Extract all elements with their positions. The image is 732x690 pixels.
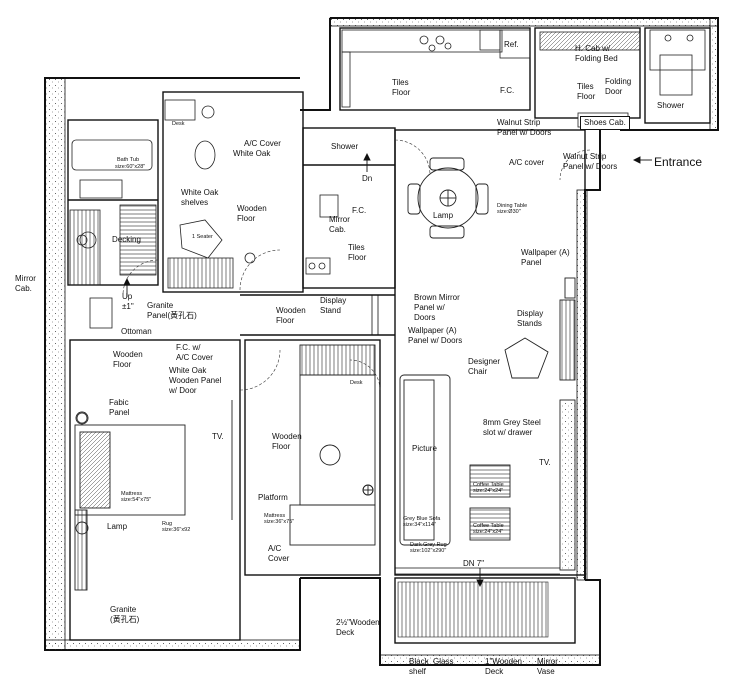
label-white-oak: White Oak: [233, 149, 271, 158]
label-mirror-cab-left: Mirror Cab.: [15, 274, 36, 293]
label-black-glass-shelf: Black Glass shelf: [409, 657, 454, 676]
label-desk-bed2: Desk: [350, 380, 363, 386]
label-wallpaper-a-doors: Wallpaper (A) Panel w/ Doors: [408, 326, 463, 345]
label-fabric-panel: Fabic Panel: [109, 398, 130, 417]
label-wooden-floor-bed2: Wooden Floor: [272, 432, 302, 451]
label-walnut-strip-top: Walnut Strip Panel w/ Doors: [497, 118, 552, 137]
label-lamp-dining: Lamp: [433, 211, 454, 220]
label-shower-mid: Shower: [331, 142, 359, 151]
label-tiles-floor-top: Tiles Floor: [392, 78, 411, 97]
label-grey-steel-slot: 8mm Grey Steel slot w/ drawer: [483, 418, 541, 437]
label-entrance: Entrance: [654, 155, 703, 169]
label-coffee-table-2: Coffee Table size:24"x24": [473, 523, 504, 535]
label-lamp-bed1: Lamp: [107, 522, 128, 531]
balcony-deck: [397, 581, 549, 638]
stair-steps: [371, 295, 560, 575]
label-grey-blue-sofa: Grey Blue Sofa size:34"x114": [403, 516, 441, 528]
label-ac-cover-right: A/C cover: [509, 158, 545, 167]
label-dn-top: Dn: [362, 174, 373, 183]
label-dn-7: DN 7": [463, 559, 485, 568]
label-decking: Decking: [112, 235, 141, 244]
label-bath-tub-size: size:60"x28": [115, 164, 146, 170]
label-one-seater: 1 Seater: [192, 234, 213, 240]
label-shoes-cab: Shoes Cab.: [580, 116, 630, 130]
label-fc-mid: F.C.: [352, 206, 367, 215]
label-h-cab-folding-bed: H. Cab w/ Folding Bed: [575, 44, 618, 63]
label-wooden-deck-2half: 2½"Wooden Deck: [336, 618, 380, 637]
label-shower-right: Shower: [657, 101, 685, 110]
label-coffee-table-1: Coffee Table size:24"x24": [473, 482, 504, 494]
label-folding-door: Folding Door: [605, 77, 632, 96]
door-swings: [122, 139, 591, 391]
label-picture: Picture: [412, 444, 437, 453]
dining-set: [407, 157, 489, 239]
interior-walls: [67, 27, 711, 644]
label-granite-bottom: Granite (黃孔石): [110, 605, 140, 624]
label-display-stands: Display Stands: [517, 309, 544, 328]
label-wooden-deck-1inch: 1"Wooden Deck: [485, 657, 522, 676]
label-tv-left: TV.: [212, 432, 224, 441]
label-dining-table: Dining Table size:Ø30": [497, 203, 528, 215]
label-display-stand: Display Stand: [320, 296, 347, 315]
label-ac-cover-bottom: A/C Cover: [268, 544, 290, 563]
label-wallpaper-a-panel: Wallpaper (A) Panel: [521, 248, 570, 267]
label-mattress-1: Mattress size:54"x75": [121, 491, 152, 503]
label-fc-ac-cover: F.C. w/ A/C Cover: [176, 343, 213, 362]
label-up: Up ±1": [122, 292, 134, 311]
label-ottoman: Ottoman: [121, 327, 152, 336]
label-mattress-2: Mattress size:36"x75": [264, 513, 295, 525]
label-white-oak-shelves: White Oak shelves: [181, 188, 219, 207]
label-bath-tub: Bath Tub: [117, 157, 140, 163]
bedroom-furniture: [74, 344, 376, 591]
label-brown-mirror-panel: Brown Mirror Panel w/ Doors: [414, 293, 460, 322]
label-rug-1: Rug size:36"x92: [162, 521, 191, 533]
label-ref: Ref.: [504, 40, 519, 49]
direction-arrows: [123, 152, 652, 588]
label-granite-panel: Granite Panel(黃孔石): [147, 301, 197, 320]
label-designer-chair: Designer Chair: [468, 357, 501, 376]
exterior-wall-fill: [44, 17, 719, 666]
label-walnut-strip-right: Walnut Strip Panel w/ Doors: [563, 152, 618, 171]
ceiling-lights: [76, 234, 374, 496]
label-tiles-floor-mid: Tiles Floor: [577, 82, 596, 101]
label-ac-cover-top: A/C Cover: [244, 139, 281, 148]
label-mirror-vase: Mirror Vase: [537, 657, 558, 676]
label-platform: Platform: [258, 493, 288, 502]
label-wooden-floor-corridor: Wooden Floor: [276, 306, 306, 325]
label-mirror-cab-mid: Mirror Cab.: [329, 215, 350, 234]
label-wooden-floor-left: Wooden Floor: [113, 350, 143, 369]
label-tiles-floor-bath: Tiles Floor: [348, 243, 367, 262]
label-wooden-floor-mbath: Wooden Floor: [237, 204, 267, 223]
label-fc-top: F.C.: [500, 86, 515, 95]
label-tv-right: TV.: [539, 458, 551, 467]
label-white-oak-wooden-panel: White Oak Wooden Panel w/ Door: [169, 366, 222, 395]
living-furniture: [399, 277, 576, 571]
label-desk-top: Desk: [172, 121, 185, 127]
bath-fixtures: [69, 99, 339, 329]
label-dark-grey-rug: Dark Grey Rug size:102"x290": [410, 542, 447, 554]
